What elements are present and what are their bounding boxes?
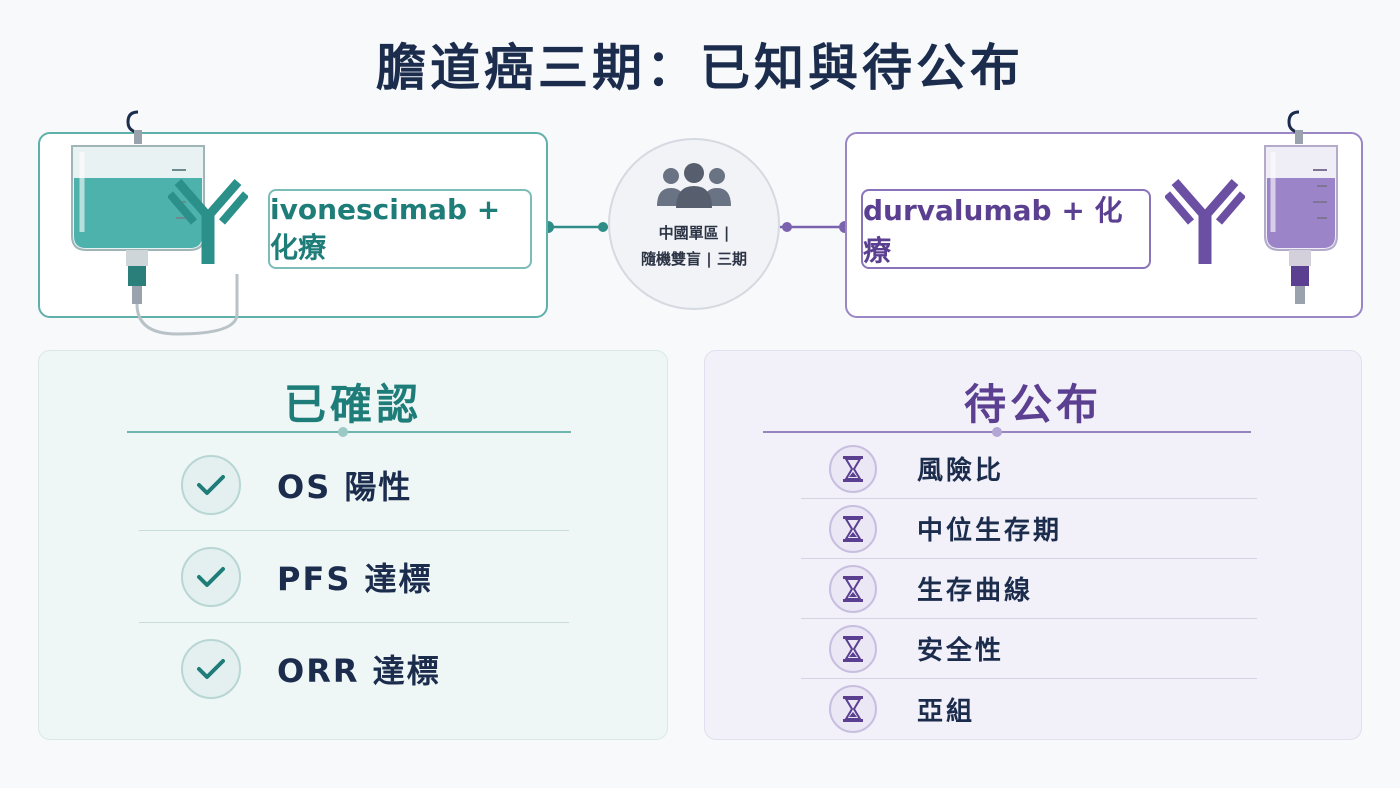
ivonescimab-label: ivonescimab + 化療 (268, 189, 532, 269)
pending-card: 待公布 風險比 中位生存期 生存曲線 安全性 亞組 (704, 350, 1362, 740)
iv-bag-icon (1264, 110, 1338, 304)
list-item: PFS 達標 (139, 531, 569, 623)
pending-item-label: 安全性 (917, 636, 1005, 666)
pending-divider (763, 427, 1251, 437)
confirmed-item-label: OS 陽性 (277, 467, 413, 506)
check-icon (181, 639, 241, 699)
list-item: OS 陽性 (139, 439, 569, 531)
pending-item-label: 風險比 (917, 456, 1005, 486)
trial-region-text: 中國單區 | (658, 224, 730, 242)
check-icon (181, 454, 241, 515)
trial-design-text: 隨機雙盲 | 三期 (641, 250, 747, 268)
hourglass-icon (829, 685, 877, 733)
confirmed-divider (127, 427, 571, 437)
page-title: 膽道癌三期：已知與待公布 (376, 39, 1024, 97)
ivonescimab-arm-panel: ivonescimab + 化療 (38, 110, 548, 336)
list-item: 生存曲線 (801, 559, 1257, 619)
durvalumab-label: durvalumab + 化療 (861, 189, 1151, 269)
list-item: 亞組 (801, 679, 1257, 739)
confirmed-card: 已確認 OS 陽性 PFS 達標 ORR 達標 (38, 350, 668, 740)
list-item: 風險比 (801, 439, 1257, 499)
hourglass-icon (829, 504, 877, 553)
hourglass-icon (829, 624, 877, 673)
list-item: ORR 達標 (139, 623, 569, 715)
pending-item-label: 中位生存期 (917, 516, 1063, 546)
confirmed-item-label: ORR 達標 (277, 652, 441, 690)
pending-item-label: 亞組 (917, 696, 976, 727)
list-item: 安全性 (801, 619, 1257, 679)
check-icon (181, 546, 241, 607)
pending-item-label: 生存曲線 (917, 576, 1034, 606)
hourglass-icon (829, 564, 877, 613)
people-group-icon (657, 163, 731, 208)
trial-design-badge: 中國單區 | 隨機雙盲 | 三期 (608, 138, 780, 310)
durvalumab-arm-panel: durvalumab + 化療 (845, 110, 1363, 318)
hourglass-icon (829, 444, 877, 493)
confirmed-item-label: PFS 達標 (277, 559, 433, 598)
antibody-icon (168, 179, 248, 264)
antibody-icon (1165, 179, 1245, 264)
pending-title: 待公布 (963, 380, 1102, 429)
confirmed-title: 已確認 (283, 380, 422, 429)
list-item: 中位生存期 (801, 499, 1257, 559)
